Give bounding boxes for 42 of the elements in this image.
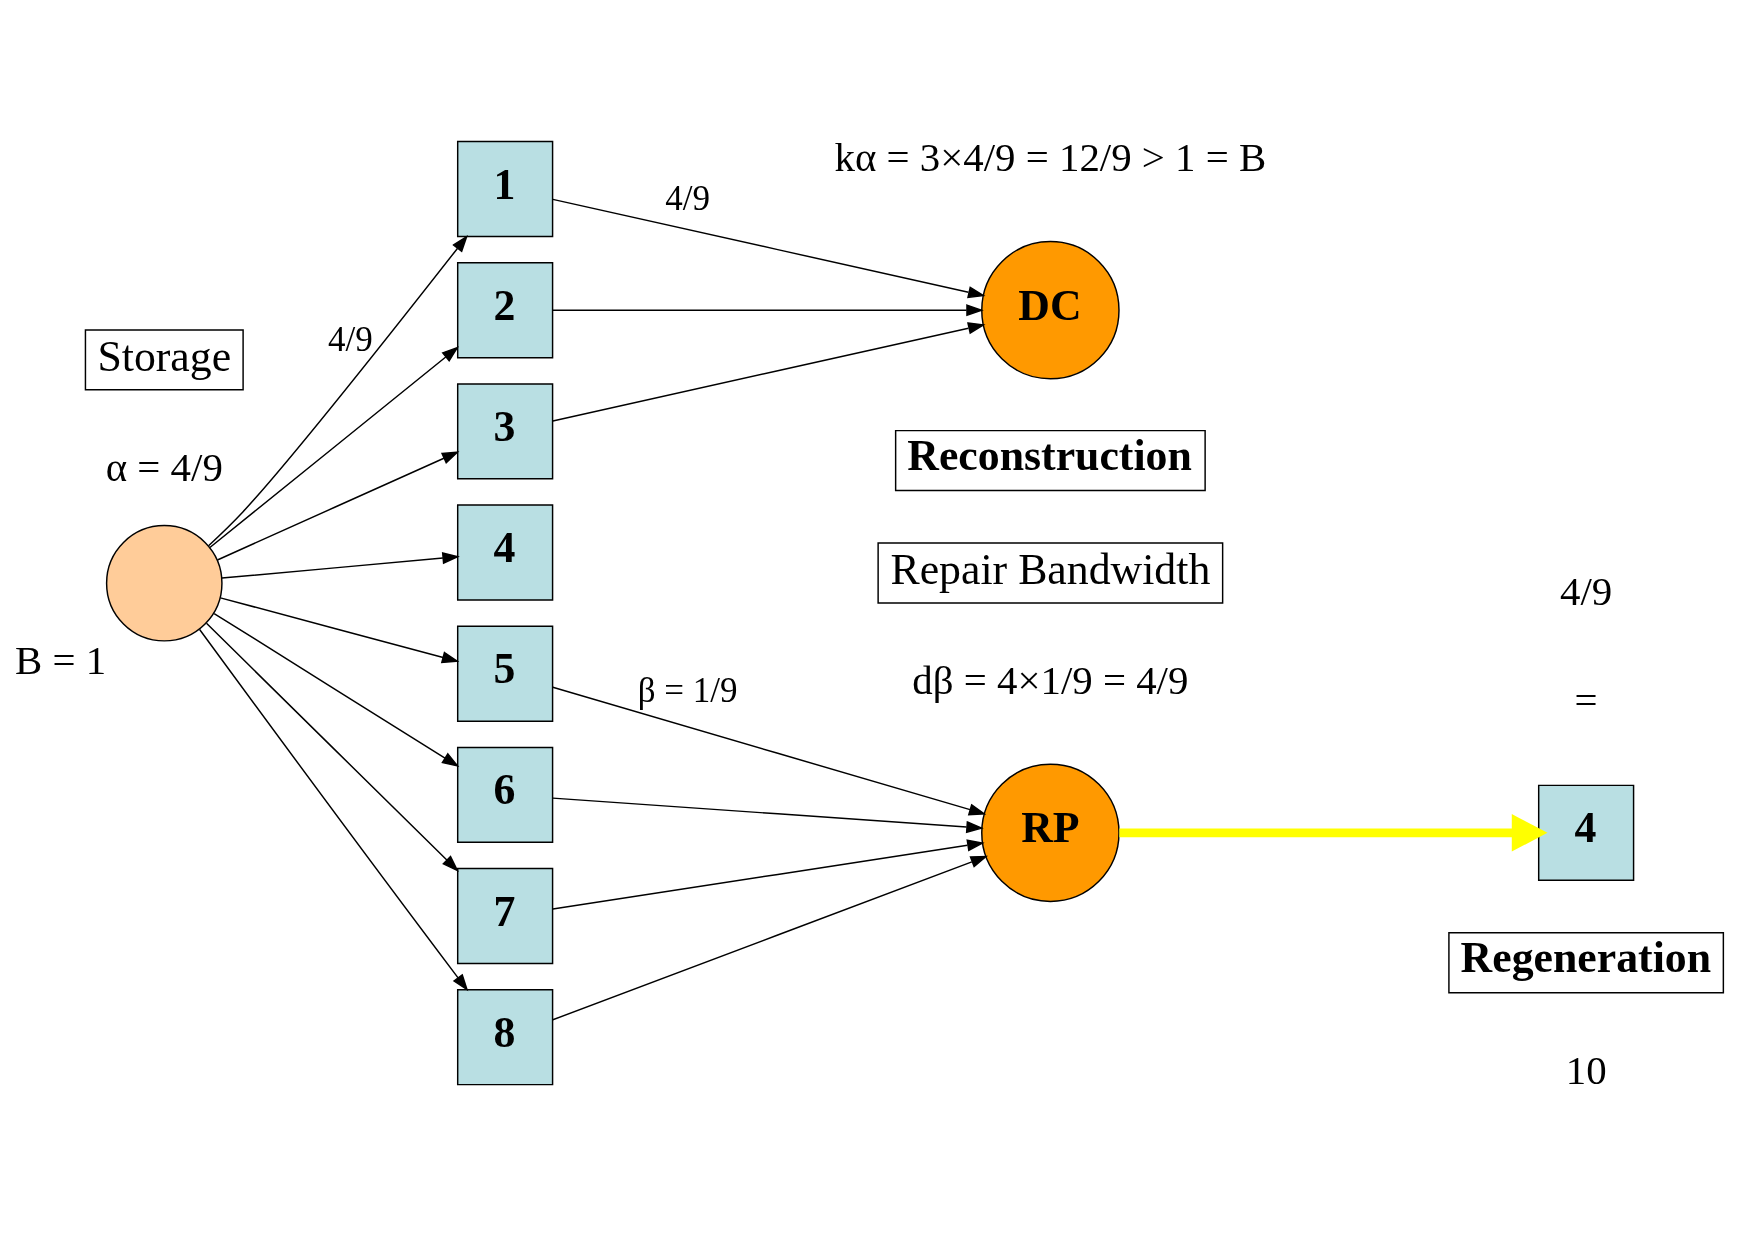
arrow: [552, 304, 984, 317]
node-box: Reconstruction: [894, 429, 1206, 492]
node-box: 5: [456, 625, 554, 722]
node-box: 3: [456, 383, 554, 480]
arrow: [213, 612, 460, 768]
arrow: [205, 622, 459, 872]
arrow: [552, 855, 989, 1021]
label: dβ = 4×1/9 = 4/9: [912, 657, 1189, 703]
arrow: [552, 686, 987, 816]
node-box: Regeneration: [1448, 932, 1725, 994]
node-box: 4: [1537, 784, 1635, 881]
node-box: 1: [456, 140, 554, 238]
arrow: [209, 346, 460, 549]
edge-label: 4/9: [328, 320, 373, 360]
node-box: Repair Bandwidth: [877, 542, 1224, 604]
label: =: [1574, 678, 1598, 724]
node-label: B = 1: [15, 637, 107, 683]
label: 4/9: [1560, 568, 1613, 614]
arrow: [221, 552, 460, 579]
edge-label: 4/9: [665, 178, 710, 218]
arrow: [552, 322, 986, 422]
arrow: [552, 797, 984, 834]
arrow: [207, 234, 468, 547]
node-box: 7: [456, 867, 554, 965]
arrow: [1119, 814, 1548, 852]
node-circle: [105, 524, 223, 642]
label: kα = 3×4/9 = 12/9 > 1 = B: [834, 135, 1267, 181]
arrow: [219, 597, 460, 664]
node-box: 2: [456, 262, 554, 359]
node-circle: RP: [981, 763, 1120, 903]
arrow: [198, 628, 469, 992]
node-box: 6: [456, 746, 554, 844]
arrow: [216, 451, 460, 561]
node-circle: DC: [981, 240, 1120, 380]
label: α = 4/9: [105, 444, 223, 490]
edge-label: β = 1/9: [637, 670, 738, 710]
arrow: [552, 839, 985, 910]
arrow: [552, 198, 986, 299]
node-box: Storage: [84, 329, 244, 391]
node-box: 8: [456, 989, 554, 1086]
label: 10: [1565, 1047, 1607, 1093]
node-box: 4: [456, 504, 554, 601]
